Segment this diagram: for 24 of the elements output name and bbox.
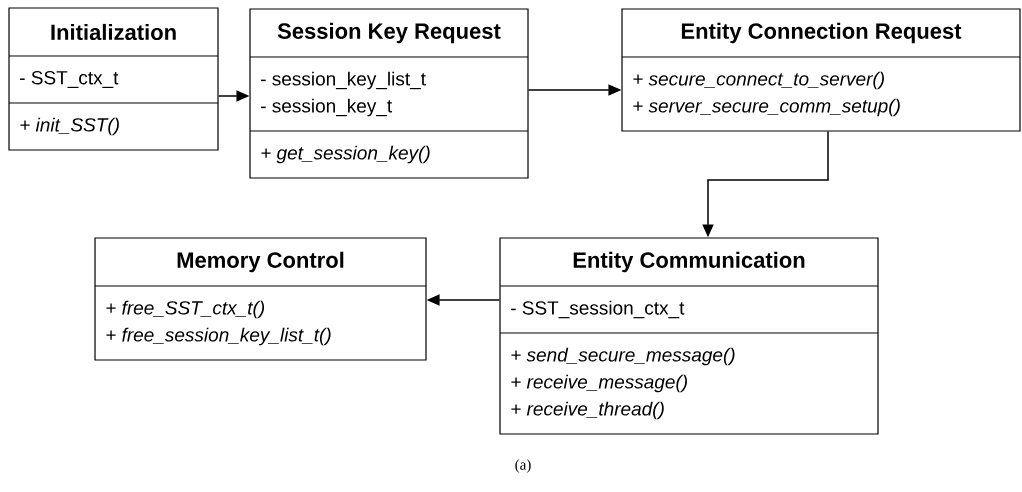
method-text: + secure_connect_to_server()	[633, 71, 884, 90]
method-text: + receive_thread()	[511, 401, 664, 420]
class-name: Entity Connection Request	[681, 22, 962, 44]
method-text: + receive_message()	[511, 374, 687, 393]
method-text: + get_session_key()	[261, 145, 430, 164]
method-text: + free_session_key_list_t()	[106, 327, 331, 346]
attribute-text: - session_key_t	[261, 98, 393, 117]
class-box	[8, 7, 219, 151]
method-text: + init_SST()	[20, 117, 119, 136]
class-box	[94, 237, 427, 361]
method-text: + free_SST_ctx_t()	[106, 300, 265, 319]
method-text: + server_secure_comm_setup()	[633, 98, 900, 117]
attribute-text: - SST_session_ctx_t	[511, 300, 685, 319]
class-name: Memory Control	[177, 251, 344, 273]
class-name: Session Key Request	[277, 22, 501, 44]
caption: (a)	[515, 459, 531, 473]
class-name: Initialization	[51, 23, 176, 41]
method-text: + send_secure_message()	[511, 347, 735, 366]
class-box	[249, 8, 529, 179]
attribute-text: - session_key_list_t	[261, 71, 426, 90]
attribute-text: - SST_ctx_t	[20, 70, 119, 88]
class-box	[499, 237, 879, 435]
class-box	[621, 8, 1021, 132]
class-name: Entity Communication	[573, 251, 805, 273]
